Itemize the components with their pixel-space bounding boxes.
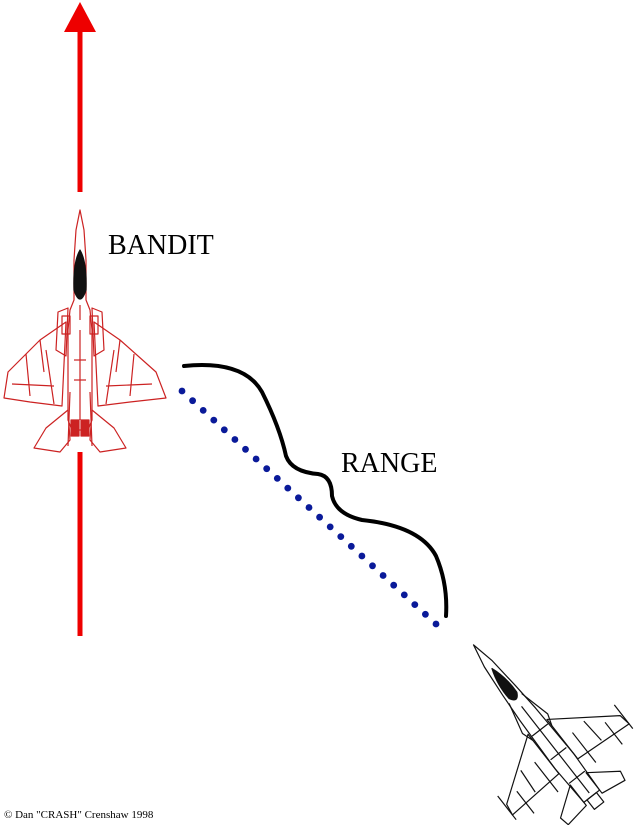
bandit-label: BANDIT xyxy=(108,230,214,261)
bandit-heading-arrow xyxy=(64,2,96,636)
range-dot xyxy=(432,620,440,628)
range-dot xyxy=(263,465,271,473)
range-dot xyxy=(422,610,429,618)
range-dot xyxy=(326,523,334,531)
range-line xyxy=(178,387,440,628)
range-dot xyxy=(252,455,260,463)
f15-bandit-icon xyxy=(3,209,167,453)
range-dot xyxy=(369,562,376,570)
range-dot xyxy=(199,407,207,414)
arrow-up-icon xyxy=(64,2,96,32)
range-dot xyxy=(400,591,408,599)
range-dot xyxy=(178,387,186,395)
range-dot xyxy=(220,426,228,434)
copyright-notice: © Dan "CRASH" Crenshaw 1998 xyxy=(4,809,154,821)
range-dot xyxy=(358,552,366,560)
range-dot xyxy=(316,513,323,521)
range-dot xyxy=(337,533,345,540)
range-dot xyxy=(379,572,387,579)
range-dot xyxy=(295,494,302,502)
range-dot xyxy=(284,484,292,492)
range-dot xyxy=(210,416,218,424)
range-dot xyxy=(305,504,313,511)
range-brace xyxy=(182,363,449,618)
range-dot xyxy=(231,436,239,443)
range-dot xyxy=(347,542,355,550)
range-label: RANGE xyxy=(341,448,437,479)
range-dot xyxy=(411,601,419,608)
f16-fighter-icon xyxy=(472,644,634,825)
range-dot xyxy=(390,581,398,589)
range-dot xyxy=(242,445,249,453)
range-dot xyxy=(273,475,281,482)
range-dot xyxy=(189,397,197,405)
